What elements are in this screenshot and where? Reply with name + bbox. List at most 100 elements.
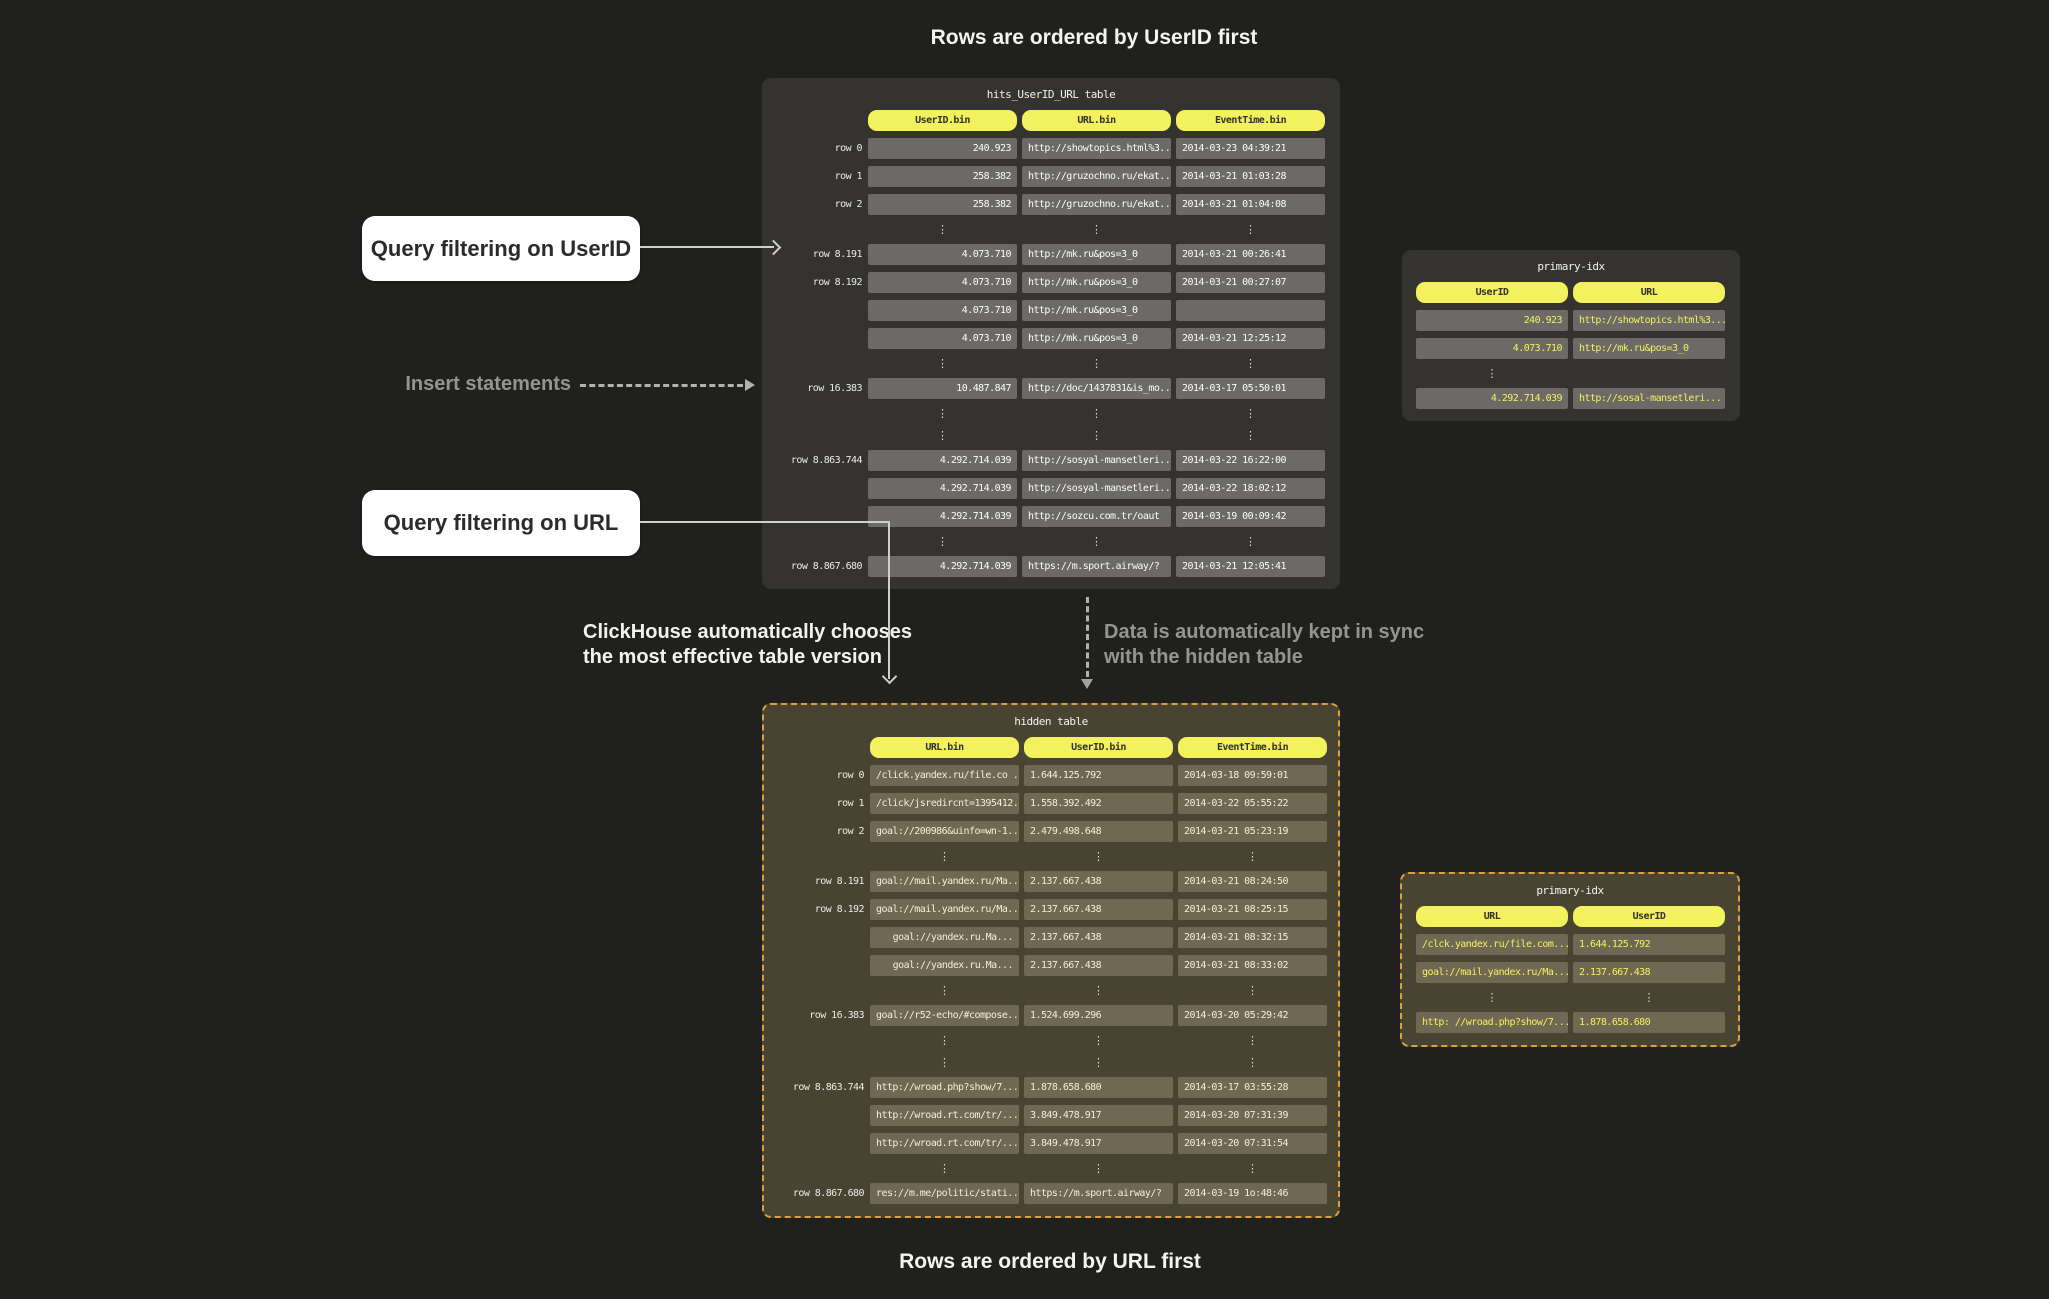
ellipsis-dots: ⋮: [1091, 407, 1102, 420]
ellipsis-dots: ⋮: [937, 357, 948, 370]
table-cell: 2014-03-18 09:59:01: [1178, 765, 1327, 786]
ellipsis-dots: [1573, 366, 1725, 381]
row-label: row 8.192: [814, 904, 865, 915]
table-cell: 4.292.714.039: [868, 450, 1017, 471]
table-cell: 4.073.710: [1416, 338, 1568, 359]
row-label: row 1: [834, 171, 863, 182]
table-cell: 4.073.710: [868, 328, 1017, 349]
table-cell: goal://mail.yandex.ru/Ma...: [870, 899, 1019, 920]
table-cell: goal://r52-echo/#compose...: [870, 1005, 1019, 1026]
table-cell: 2014-03-17 05:50:01: [1176, 378, 1325, 399]
table-cell: 1.878.658.680: [1024, 1077, 1173, 1098]
table-cell: 2014-03-21 01:04:08: [1176, 194, 1325, 215]
ellipsis-dots: ⋮: [937, 429, 948, 442]
row-label: row 2: [836, 826, 865, 837]
table-cell: 4.292.714.039: [868, 478, 1017, 499]
table-cell: 3.849.478.917: [1024, 1105, 1173, 1126]
table-row: ⋮⋮⋮: [776, 534, 1326, 549]
page-title-bottom: Rows are ordered by URL first: [899, 1250, 1201, 1273]
table-cell: https://m.sport.airway/?: [1024, 1183, 1173, 1204]
table-cell: http://mk.ru&pos=3_0: [1022, 328, 1171, 349]
ellipsis-dots: ⋮: [1247, 1162, 1258, 1175]
table-cell: http://mk.ru&pos=3_0: [1022, 300, 1171, 321]
ellipsis-dots: ⋮: [939, 984, 950, 997]
row-label: row 8.863.744: [790, 455, 863, 466]
table-cell: 2014-03-21 08:24:50: [1178, 871, 1327, 892]
chooses-annotation-line2: the most effective table version: [583, 646, 882, 668]
column-header: EventTime.bin: [1178, 737, 1327, 758]
table-cell: 1.878.658.680: [1573, 1012, 1725, 1033]
table-cell: http://showtopics.html%3...: [1022, 138, 1171, 159]
ellipsis-dots: ⋮: [1093, 850, 1104, 863]
table-row: http: //wroad.php?show/7...1.878.658.680: [1416, 1012, 1725, 1033]
chooses-annotation-line1: ClickHouse automatically chooses: [583, 621, 913, 643]
table-cell: 4.073.710: [868, 300, 1017, 321]
table-cell: /click.yandex.ru/file.co ...: [870, 765, 1019, 786]
table-cell: goal://mail.yandex.ru/Ma...: [1416, 962, 1568, 983]
table-cell: goal://200986&uinfo=wn-1...: [870, 821, 1019, 842]
ellipsis-dots: ⋮: [939, 1162, 950, 1175]
column-header: URL.bin: [1022, 110, 1171, 131]
table-cell: 2.479.498.648: [1024, 821, 1173, 842]
table-row: row 1/click/jsredircnt=1395412...1.558.3…: [778, 793, 1327, 814]
row-label: row 8.867.680: [790, 561, 863, 572]
ellipsis-dots: ⋮: [1093, 1162, 1104, 1175]
ellipsis-dots: ⋮: [1245, 357, 1256, 370]
chooses-annotation: ClickHouse automatically chooses the mos…: [583, 620, 912, 670]
table-cell: 2014-03-21 08:32:15: [1178, 927, 1327, 948]
table-cell: 4.292.714.039: [868, 556, 1017, 577]
table-title: primary-idx: [1536, 884, 1604, 897]
table-cell: 2014-03-21 00:26:41: [1176, 244, 1325, 265]
table-row: ⋮⋮⋮: [778, 849, 1324, 864]
row-label: row 8.867.680: [792, 1188, 865, 1199]
ellipsis-dots: ⋮: [1093, 1034, 1104, 1047]
ellipsis-dots: ⋮: [1643, 991, 1655, 1004]
table-cell: 2014-03-21 12:25:12: [1176, 328, 1325, 349]
table-cell: 2014-03-21 01:03:28: [1176, 166, 1325, 187]
table-cell: goal://yandex.ru.Ma...: [870, 955, 1019, 976]
row-label: row 16.383: [809, 1010, 864, 1021]
table-cell: 2.137.667.438: [1024, 871, 1173, 892]
table-row: goal://mail.yandex.ru/Ma...2.137.667.438: [1416, 962, 1725, 983]
table-row: ⋮⋮⋮: [776, 222, 1326, 237]
table-cell: 2014-03-23 04:39:21: [1176, 138, 1325, 159]
table-cell: 258.382: [868, 194, 1017, 215]
table-cell: 2014-03-21 08:33:02: [1178, 955, 1327, 976]
ellipsis-dots: ⋮: [937, 223, 948, 236]
table-cell: http://gruzochno.ru/ekat...: [1022, 166, 1171, 187]
query-filtering-url-label: Query filtering on URL: [383, 510, 619, 535]
table-cell: http://doc/1437831&is_mo...: [1022, 378, 1171, 399]
table-cell: /click/jsredircnt=1395412...: [870, 793, 1019, 814]
table-cell: http://mk.ru&pos=3_0: [1022, 272, 1171, 293]
sync-annotation-line1: Data is automatically kept in sync: [1104, 621, 1425, 643]
ellipsis-dots: ⋮: [939, 1034, 950, 1047]
column-header: EventTime.bin: [1176, 110, 1325, 131]
table-row: ⋮⋮⋮: [778, 1055, 1324, 1070]
ellipsis-dots: ⋮: [1486, 367, 1498, 380]
table-row: row 0/click.yandex.ru/file.co ...1.644.1…: [778, 765, 1327, 786]
table-cell: 2014-03-19 1o:48:46: [1178, 1183, 1327, 1204]
ellipsis-dots: ⋮: [939, 1056, 950, 1069]
query-filtering-url-box: Query filtering on URL: [362, 490, 640, 556]
table-row: ⋮⋮: [1416, 990, 1724, 1005]
table-cell: 4.292.714.039: [868, 506, 1017, 527]
table-cell: 2014-03-17 03:55:28: [1178, 1077, 1327, 1098]
ellipsis-dots: ⋮: [1245, 535, 1256, 548]
table-cell: 2014-03-22 16:22:00: [1176, 450, 1325, 471]
ellipsis-dots: ⋮: [1091, 357, 1102, 370]
table-cell: 2014-03-22 18:02:12: [1176, 478, 1325, 499]
table-cell: 2014-03-20 05:29:42: [1178, 1005, 1327, 1026]
table-cell: https://m.sport.airway/?: [1022, 556, 1171, 577]
table-cell: 2.137.667.438: [1573, 962, 1725, 983]
row-label: row 8.191: [814, 876, 865, 887]
page-title-top: Rows are ordered by UserID first: [930, 26, 1258, 49]
